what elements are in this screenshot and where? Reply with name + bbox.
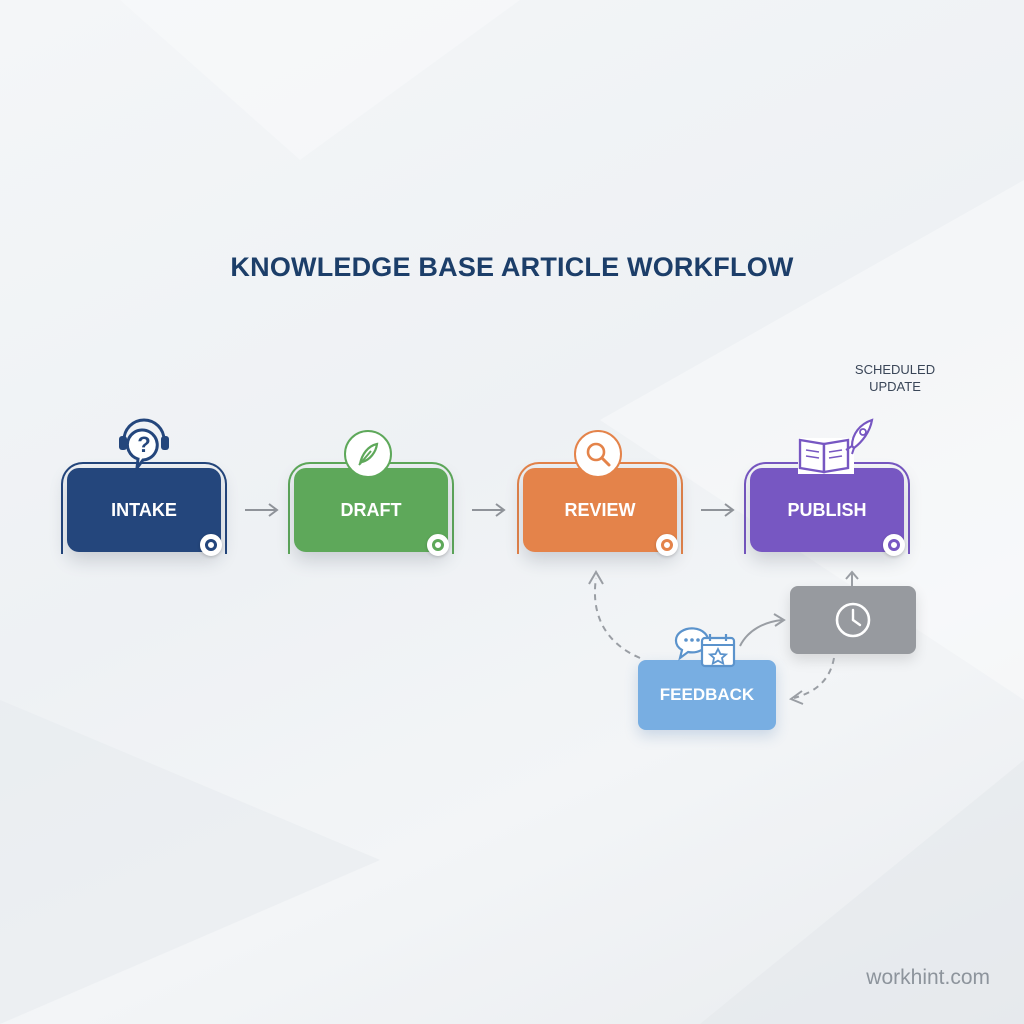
flow-arrow-intake-draft bbox=[245, 503, 279, 517]
scheduled-update-box[interactable] bbox=[790, 586, 916, 654]
book-rocket-icon bbox=[798, 418, 874, 474]
feather-icon bbox=[358, 442, 379, 466]
draft-stage[interactable]: DRAFT bbox=[294, 468, 448, 552]
draft-label: DRAFT bbox=[340, 499, 402, 520]
review-badge bbox=[656, 534, 678, 556]
scheduled-update-label: SCHEDULED UPDATE bbox=[854, 362, 936, 394]
publish-stage[interactable]: PUBLISH bbox=[750, 468, 904, 552]
review-stage[interactable]: REVIEW bbox=[523, 468, 677, 552]
headset-question-icon: ? bbox=[119, 418, 169, 474]
draft-badge bbox=[427, 534, 449, 556]
review-icon-circle bbox=[574, 430, 622, 478]
flow-arrow-draft-review bbox=[472, 503, 506, 517]
intake-stage[interactable]: INTAKE bbox=[67, 468, 221, 552]
intake-badge bbox=[200, 534, 222, 556]
svg-text:?: ? bbox=[137, 432, 150, 457]
publish-badge bbox=[883, 534, 905, 556]
feedback-to-review-connector bbox=[588, 570, 641, 659]
publish-label: PUBLISH bbox=[787, 499, 867, 520]
clock-icon bbox=[835, 602, 871, 638]
scheduled-to-publish-connector bbox=[845, 570, 859, 586]
magnifier-icon bbox=[586, 442, 611, 467]
diagram-title: KNOWLEDGE BASE ARTICLE WORKFLOW bbox=[230, 252, 794, 282]
scheduled-to-feedback-connector bbox=[788, 657, 835, 705]
chat-calendar-star-icon bbox=[674, 627, 736, 668]
feedback-box[interactable]: FEEDBACK bbox=[638, 660, 776, 730]
draft-icon-circle bbox=[344, 430, 392, 478]
feedback-to-scheduled-connector bbox=[739, 613, 786, 647]
feedback-label: FEEDBACK bbox=[659, 685, 755, 704]
watermark: workhint.com bbox=[866, 966, 990, 989]
intake-frame bbox=[61, 462, 227, 554]
review-label: REVIEW bbox=[564, 499, 636, 520]
intake-label: INTAKE bbox=[111, 499, 177, 520]
flow-arrow-review-publish bbox=[701, 503, 735, 517]
